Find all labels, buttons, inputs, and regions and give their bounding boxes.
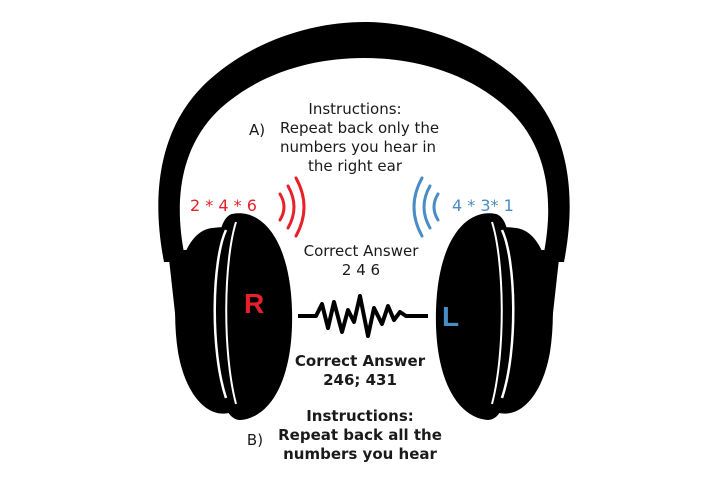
right-ear-sequence: 2 * 4 * 6	[190, 196, 257, 215]
instructions-a-marker: A)	[248, 121, 266, 139]
instructions-b-line: Repeat back all the	[278, 426, 442, 444]
instructions-b-marker: B)	[246, 431, 264, 449]
correct-answer-a: Correct Answer 2 4 6	[296, 242, 426, 280]
instructions-a-line: numbers you hear in	[280, 138, 436, 156]
left-sound-waves-icon	[412, 176, 440, 238]
instructions-a: Instructions: Repeat back only the numbe…	[280, 100, 440, 176]
right-ear-cup	[175, 213, 293, 420]
correct-answer-a-line: 2 4 6	[341, 261, 381, 279]
instructions-b-line: Instructions:	[306, 407, 414, 425]
instructions-a-line: Instructions:	[308, 100, 402, 118]
headband-inner-line	[192, 64, 536, 241]
instructions-b: Instructions: Repeat back all the number…	[270, 407, 450, 464]
correct-answer-b-line: 246; 431	[323, 371, 397, 389]
left-ear-sequence: 4 * 3* 1	[452, 196, 514, 215]
instructions-a-line: the right ear	[308, 157, 402, 175]
right-ear-letter: R	[244, 288, 265, 319]
instructions-a-line: Repeat back only the	[280, 119, 440, 137]
left-ear-cup	[435, 213, 553, 420]
audio-waveform-icon	[298, 294, 428, 338]
left-ear-letter: L	[442, 301, 460, 332]
instructions-b-line: numbers you hear	[283, 445, 437, 463]
right-sound-waves-icon	[278, 176, 306, 238]
correct-answer-a-line: Correct Answer	[303, 242, 419, 260]
correct-answer-b-line: Correct Answer	[294, 352, 426, 370]
correct-answer-b: Correct Answer 246; 431	[290, 352, 430, 390]
